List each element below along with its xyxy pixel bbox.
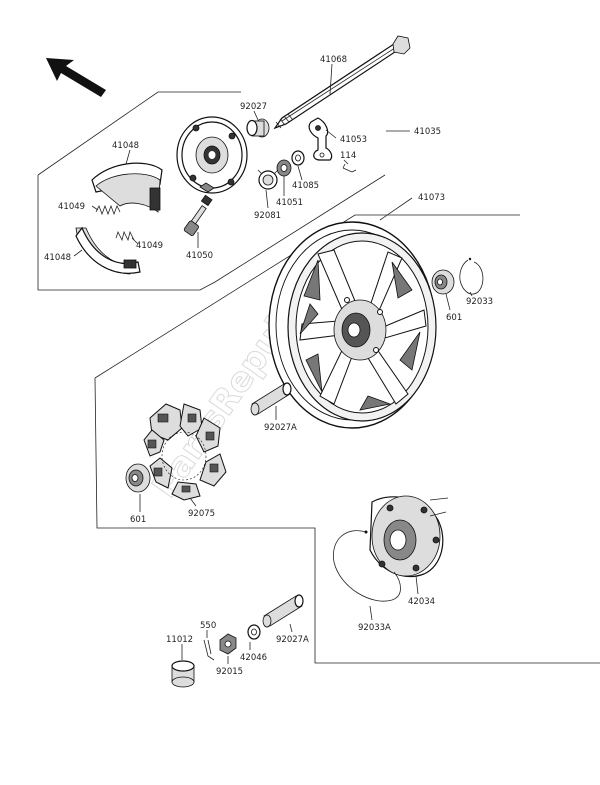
brake-shoe-upper [91, 162, 163, 213]
group-boundaries [37, 91, 600, 664]
brake-panel [176, 116, 248, 194]
cotter-pin [342, 163, 357, 173]
label-41049-b: 41049 [136, 241, 163, 251]
brake-arm [308, 117, 333, 161]
axle-nut [219, 633, 237, 655]
brake-spring-upper [95, 204, 121, 216]
seal [276, 159, 292, 177]
label-41048-top: 41048 [112, 141, 139, 151]
cotter-pin-small [203, 639, 215, 661]
label-41068: 41068 [320, 55, 347, 65]
front-direction-arrow-icon [46, 58, 106, 97]
bearing-right [431, 269, 455, 295]
label-601-right: 601 [446, 313, 462, 323]
circlip-right [459, 257, 484, 295]
label-41053: 41053 [340, 135, 367, 145]
label-92027A-low: 92027A [276, 635, 309, 645]
rear-axle [273, 35, 411, 130]
label-92027: 92027 [240, 102, 267, 112]
brake-shoe-lower [75, 226, 141, 275]
callout-labels: 41068 41035 92027 41053 41048 114 41085 … [44, 55, 493, 677]
axle-cap [171, 660, 195, 688]
washer [291, 150, 305, 166]
brake-cam [183, 194, 213, 236]
label-41035: 41035 [414, 127, 441, 137]
label-92033: 92033 [466, 297, 493, 307]
label-92033A: 92033A [358, 623, 391, 633]
bearing-left [125, 463, 151, 493]
label-41050: 41050 [186, 251, 213, 261]
label-41048-bottom: 41048 [44, 253, 71, 263]
label-11012: 11012 [166, 635, 193, 645]
label-41073: 41073 [418, 193, 445, 203]
label-92015: 92015 [216, 667, 243, 677]
collar-low [262, 594, 304, 628]
wheel-rim [268, 221, 437, 429]
hub-damper [143, 403, 227, 501]
label-41049-a: 41049 [58, 202, 85, 212]
label-92081: 92081 [254, 211, 281, 221]
label-41085: 41085 [292, 181, 319, 191]
label-92027A-mid: 92027A [264, 423, 297, 433]
label-92075: 92075 [188, 509, 215, 519]
label-41051: 41051 [276, 198, 303, 208]
label-42034: 42034 [408, 597, 435, 607]
axle-collar [246, 118, 270, 138]
label-42046: 42046 [240, 653, 267, 663]
hub-washer [247, 624, 261, 640]
label-550: 550 [200, 621, 216, 631]
wear-indicator-ring [257, 169, 279, 190]
circlip-large [332, 530, 401, 602]
collar-mid [250, 382, 292, 416]
brake-spring-lower [115, 230, 135, 242]
leader-lines [73, 63, 473, 664]
label-601-left: 601 [130, 515, 146, 525]
label-114: 114 [340, 151, 356, 161]
sprocket-hub [369, 495, 449, 578]
